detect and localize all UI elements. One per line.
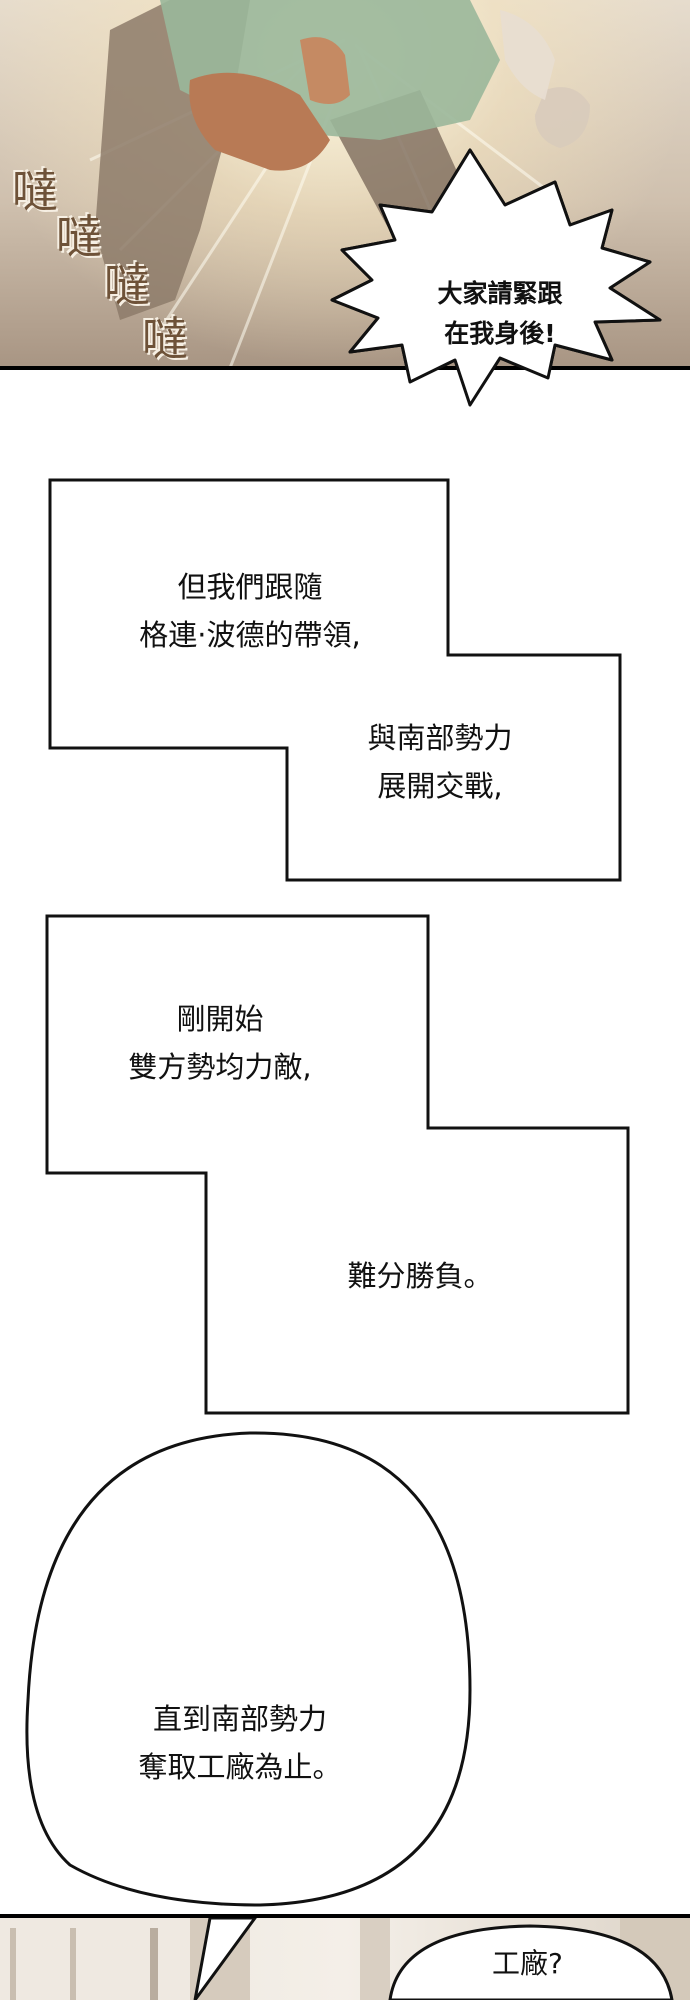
panel-border [0,366,690,370]
speech-bubble-text: 直到南部勢力 奪取工廠為止。 [100,1695,380,1791]
next-bubble-shape [388,1924,674,2000]
caption-1-part-a: 但我們跟隨 格連·波德的帶領, [130,563,370,659]
shout-bubble-line: 在我身後! [444,319,556,348]
caption-line: 與南部勢力 [367,721,513,755]
caption-line: 雙方勢均力敵, [128,1050,312,1084]
bottom-art-panel: 工廠? [0,1918,690,2000]
sound-effect-char: 噠 [142,312,188,366]
shout-bubble-line: 大家請緊跟 [437,279,563,308]
room-background [0,1918,690,2000]
caption-line: 展開交戰, [377,769,503,803]
shout-bubble-text: 大家請緊跟 在我身後! [395,274,605,354]
sound-effect-char: 噠 [56,210,102,264]
caption-2-part-b: 難分勝負。 [315,1252,525,1300]
caption-2-part-a: 剛開始 雙方勢均力敵, [100,995,340,1091]
caption-box-1-shape [48,478,622,882]
panel-border [0,1914,690,1918]
sound-effect-char: 噠 [104,258,150,312]
speech-bubble-shape [25,1431,472,1907]
caption-line: 格連·波德的帶領, [139,618,361,652]
speech-bubble-line: 直到南部勢力 [152,1702,327,1736]
caption-line: 難分勝負。 [347,1259,493,1293]
speech-bubble-line: 奪取工廠為止。 [138,1750,342,1784]
caption-line: 剛開始 [176,1002,264,1036]
caption-1-part-b: 與南部勢力 展開交戰, [340,714,540,810]
caption-box-2-shape [45,914,630,1415]
next-bubble-text: 工廠? [492,1947,563,1980]
sound-effect-char: 噠 [12,164,58,218]
caption-line: 但我們跟隨 [177,570,323,604]
